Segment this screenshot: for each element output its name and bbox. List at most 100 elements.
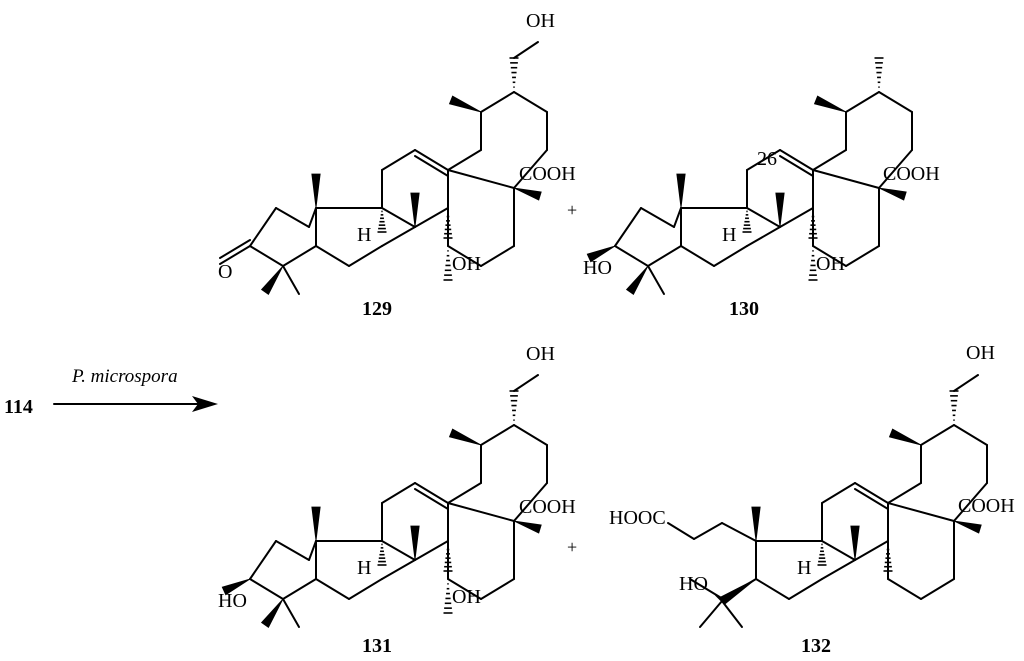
bond-line bbox=[249, 207, 277, 247]
bond-line bbox=[779, 149, 814, 171]
bond-line bbox=[219, 245, 251, 265]
bond-line bbox=[308, 540, 317, 561]
bond-line bbox=[647, 245, 682, 267]
bond-line bbox=[746, 226, 781, 247]
hydroxyl-a-ring-label: HO bbox=[583, 257, 612, 279]
bond-line bbox=[779, 207, 814, 228]
bond-line bbox=[746, 207, 781, 228]
ketone-oxygen-label: O bbox=[218, 261, 232, 283]
wedge-bond bbox=[953, 520, 982, 534]
compound-label-132: 132 bbox=[801, 635, 831, 657]
bond-line bbox=[746, 149, 781, 171]
bond-line bbox=[513, 91, 548, 113]
bond-line bbox=[854, 482, 889, 504]
wedge-bond bbox=[888, 428, 922, 446]
bond-line bbox=[721, 522, 757, 542]
bond-line bbox=[381, 207, 416, 228]
bond-line bbox=[282, 598, 300, 628]
bond-line bbox=[845, 91, 880, 113]
double-bond-line bbox=[414, 155, 449, 177]
bond-line bbox=[249, 578, 284, 600]
wedge-bond bbox=[676, 173, 686, 209]
bond-line bbox=[854, 540, 889, 561]
bond-line bbox=[920, 424, 955, 446]
bond-line bbox=[315, 245, 350, 267]
bond-line bbox=[699, 600, 723, 628]
bond-line bbox=[275, 540, 310, 561]
bond-line bbox=[640, 207, 675, 228]
wedge-bond bbox=[448, 95, 482, 113]
ring-bonds bbox=[219, 41, 548, 295]
bond-line bbox=[788, 578, 823, 600]
hydroxymethyl-oh-label: OH bbox=[966, 342, 995, 364]
bond-line bbox=[821, 482, 856, 504]
carboxylic-acid-label: COOH bbox=[519, 496, 576, 518]
bond-line bbox=[667, 522, 695, 540]
wedge-bond bbox=[260, 265, 284, 295]
carboxylic-acid-label: COOH bbox=[883, 163, 940, 185]
bond-line bbox=[713, 245, 748, 267]
bond-line bbox=[513, 482, 548, 522]
wedge-bond bbox=[311, 173, 321, 209]
hydroxymethyl-oh-label: OH bbox=[526, 10, 555, 32]
bond-line bbox=[920, 578, 955, 600]
bond-line bbox=[381, 149, 416, 171]
wedge-bond bbox=[751, 506, 761, 542]
h9-label: H bbox=[797, 557, 811, 579]
plus-sign-bottom: + bbox=[567, 537, 577, 557]
wedge-bond bbox=[878, 187, 907, 201]
h9-label: H bbox=[722, 224, 736, 246]
substrate-label-114: 114 bbox=[4, 396, 33, 418]
reaction-arrow-group: 114 P. microspora bbox=[4, 366, 218, 418]
bond-line bbox=[480, 91, 515, 113]
bond-line bbox=[282, 245, 317, 267]
bond-line bbox=[447, 245, 482, 267]
wedge-bond bbox=[448, 428, 482, 446]
wedge-bond bbox=[513, 187, 542, 201]
bond-line bbox=[381, 559, 416, 580]
bond-line bbox=[308, 207, 317, 228]
bond-line bbox=[414, 207, 449, 228]
bond-line bbox=[821, 540, 856, 561]
wedge-bond bbox=[813, 95, 847, 113]
wedge-bond bbox=[719, 578, 757, 606]
carboxylic-acid-label: COOH bbox=[519, 163, 576, 185]
compound-130-structure: 26 COOH H OH HO 130 bbox=[583, 57, 940, 320]
bond-line bbox=[447, 502, 515, 522]
compound-label-130: 130 bbox=[729, 298, 759, 320]
bond-line bbox=[821, 559, 856, 580]
bond-line bbox=[614, 207, 642, 247]
bond-line bbox=[348, 578, 383, 600]
bond-line bbox=[812, 149, 847, 171]
bond-line bbox=[878, 149, 913, 189]
compound-label-131: 131 bbox=[362, 635, 392, 657]
bond-line bbox=[282, 578, 317, 600]
bond-line bbox=[447, 482, 482, 504]
double-bond-line bbox=[219, 239, 251, 259]
bond-line bbox=[282, 265, 300, 295]
wedge-bond bbox=[260, 598, 284, 628]
bond-line bbox=[249, 245, 284, 267]
bond-line bbox=[755, 578, 790, 600]
compound-129-structure: OH COOH H OH O 129 bbox=[218, 10, 576, 320]
bond-line bbox=[812, 245, 847, 267]
bond-line bbox=[249, 540, 277, 580]
hydroxymethyl-oh-label: OH bbox=[526, 343, 555, 365]
bond-line bbox=[348, 245, 383, 267]
compound-label-129: 129 bbox=[362, 298, 392, 320]
wedge-bond bbox=[221, 578, 251, 596]
plus-sign-top: + bbox=[567, 200, 577, 220]
hydroxyl-a-ring-label: HO bbox=[218, 590, 247, 612]
carboxylic-acid-chain-label: HOOC bbox=[609, 507, 666, 529]
bond-line bbox=[414, 540, 449, 561]
h9-label: H bbox=[357, 557, 371, 579]
bond-line bbox=[673, 207, 682, 228]
hydroxyl-c-ring-label: OH bbox=[816, 253, 845, 275]
bond-line bbox=[513, 41, 539, 59]
double-bond-line bbox=[779, 155, 814, 177]
hydroxyl-c-ring-label: OH bbox=[452, 586, 481, 608]
bond-line bbox=[845, 245, 880, 267]
bond-line bbox=[447, 149, 482, 171]
tertiary-hydroxyl-label: HO bbox=[679, 573, 708, 595]
